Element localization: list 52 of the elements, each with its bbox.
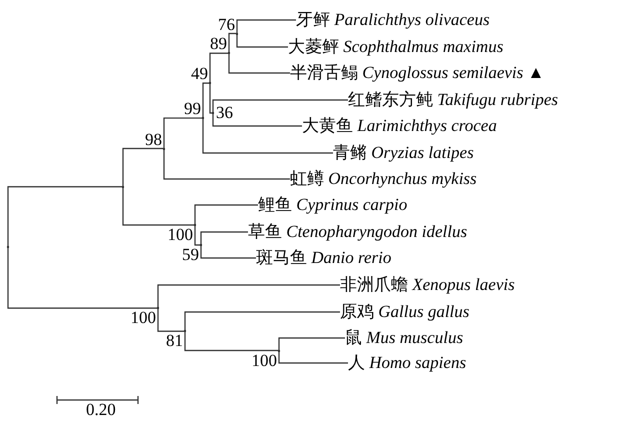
tree-branch (122, 148, 164, 187)
bootstrap-value: 49 (190, 66, 208, 82)
tree-branch (202, 82, 210, 118)
tree-branch (184, 331, 279, 352)
taxon-label: 大菱鲆 Scophthalmus maximus (288, 37, 504, 57)
tree-branch (212, 113, 302, 127)
bootstrap-value: 59 (181, 247, 199, 263)
taxon-label: 斑马鱼 Danio rerio (256, 248, 392, 268)
tree-branch (163, 148, 290, 180)
scale-value: 0.20 (86, 401, 116, 419)
tree-branch (194, 204, 258, 225)
tree-branch (7, 247, 158, 309)
taxon-label: 半滑舌鳎 Cynoglossus semilaevis ▲ (290, 63, 544, 83)
bootstrap-value: 99 (183, 101, 201, 118)
tree-branch (122, 186, 195, 226)
taxon-label: 大黄鱼 Larimichthys crocea (302, 116, 497, 136)
taxon-label: 鼠 Mus musculus (345, 328, 464, 348)
tree-branch (200, 231, 248, 245)
tree-branch (228, 53, 290, 74)
tree-branch (200, 245, 256, 259)
taxon-label: 人 Homo sapiens (348, 353, 466, 373)
tree-branch (236, 34, 288, 48)
tree-branch (202, 118, 333, 154)
tree-branch (212, 99, 348, 113)
tree-branch (278, 350, 348, 364)
tree-branch (194, 225, 201, 246)
tree-branch (228, 32, 237, 54)
taxon-label: 原鸡 Gallus gallus (340, 302, 470, 322)
bootstrap-value: 98 (144, 132, 162, 148)
tree-branch (184, 311, 340, 332)
taxon-label: 鲤鱼 Cyprinus carpio (258, 195, 408, 215)
bootstrap-value: 100 (130, 310, 156, 326)
bootstrap-value: 81 (165, 333, 183, 350)
bootstrap-value: 100 (166, 227, 193, 243)
taxon-label: 草鱼 Ctenopharyngodon idellus (248, 222, 468, 242)
tree-branch (163, 117, 203, 149)
tree-branch (236, 19, 296, 34)
tree-branch (209, 52, 229, 84)
tree-branch (7, 186, 123, 248)
bootstrap-value: 100 (250, 352, 277, 368)
taxon-label: 红鳍东方鲀 Takifugu rubripes (348, 90, 558, 110)
tree-branch (157, 308, 185, 332)
tree-branch (157, 284, 340, 308)
taxon-label: 虹鳟 Oncorhynchus mykiss (290, 169, 477, 189)
taxon-label: 青鳉 Oryzias latipes (333, 143, 474, 163)
bootstrap-value: 36 (216, 105, 234, 121)
taxon-label: 非洲爪蟾 Xenopus laevis (340, 275, 515, 295)
bootstrap-value: 89 (209, 36, 227, 52)
bootstrap-value: 76 (217, 16, 235, 32)
taxon-label: 牙鲆 Paralichthys olivaceus (296, 10, 490, 30)
tree-branch (278, 337, 345, 350)
tree-branch (209, 83, 213, 114)
